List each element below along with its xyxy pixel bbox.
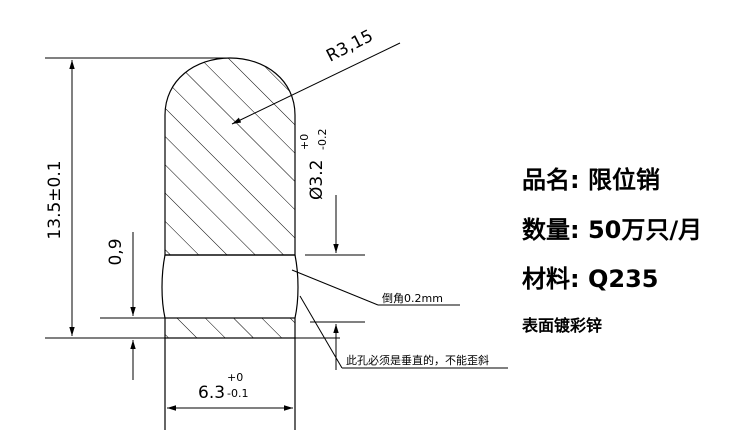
shank-diameter-tol-lower: -0.2 [316,129,329,150]
shank-diameter-tol-upper: +0 [298,134,311,150]
pin-profile [161,57,299,430]
chamfer-note: 倒角0.2mm [291,269,460,306]
product-label: 品名: [522,166,580,194]
pin-body-section [164,57,296,256]
shank-diameter-label: Ø3.2 [307,160,327,200]
material-label: 材料: [522,265,580,293]
groove-length-label: 0,9 [106,238,126,265]
hole-note: 此孔必须是垂直的，不能歪斜 [299,295,508,369]
quantity-row: 数量: 50万只/月 [522,216,702,244]
groove-length-dimension: 0,9 [106,232,136,380]
head-diameter-tol-upper: +0 [227,371,243,384]
quantity-value: 50万只/月 [588,216,702,244]
hole-note-label: 此孔必须是垂直的，不能歪斜 [346,353,489,367]
head-diameter-label: 6.3 [198,383,225,403]
chamfer-label: 倒角0.2mm [382,292,443,305]
radius-label: R3,15 [323,26,376,66]
pin-groove [161,254,299,319]
surface-treatment: 表面镀彩锌 [521,316,602,335]
head-diameter-dimension: 6.3 +0 -0.1 [167,371,293,411]
spec-block: 品名: 限位销 数量: 50万只/月 材料: Q235 表面镀彩锌 [521,166,702,335]
material-value: Q235 [588,265,659,293]
quantity-label: 数量: [522,216,580,244]
head-diameter-tol-lower: -0.1 [227,387,248,400]
overall-length-label: 13.5±0.1 [45,160,65,239]
pin-base-section [164,317,296,339]
product-value: 限位销 [588,166,660,194]
product-name-row: 品名: 限位销 [522,166,660,194]
shank-diameter-dimension: Ø3.2 +0 -0.2 [298,129,339,370]
extension-lines [45,57,365,339]
material-row: 材料: Q235 [522,265,658,293]
overall-length-dimension: 13.5±0.1 [45,60,75,336]
